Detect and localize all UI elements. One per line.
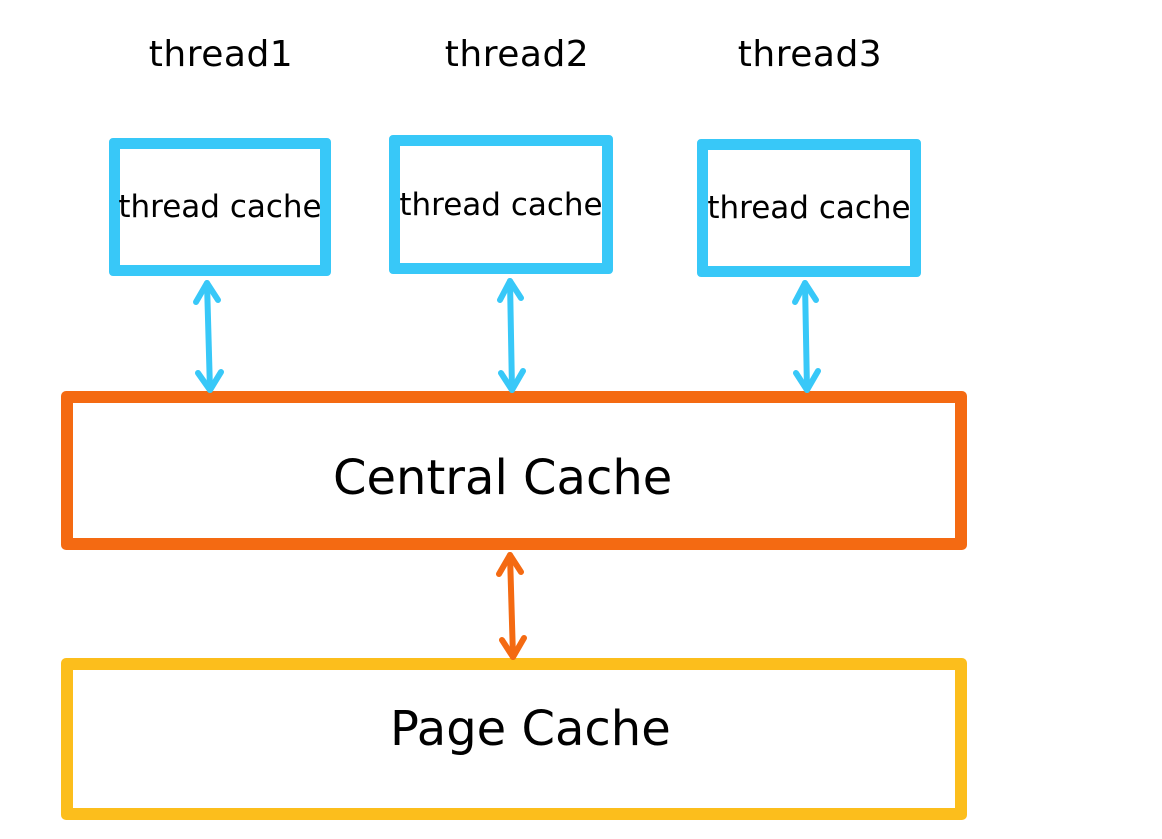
thread-2-label: thread2: [444, 34, 590, 75]
arrow-thread-3-central: [792, 280, 821, 393]
arrow-thread-2-central: [497, 278, 526, 393]
thread-cache-2-box: thread cache: [389, 135, 613, 274]
arrow-thread-1-central: [193, 280, 224, 393]
thread-1-label: thread1: [148, 34, 294, 75]
central-cache-box: [61, 391, 967, 550]
thread-cache-1-label: thread cache: [118, 189, 322, 225]
page-cache-box: [61, 658, 967, 820]
thread-cache-2-label: thread cache: [399, 186, 603, 223]
thread-cache-3-label: thread cache: [707, 190, 911, 226]
thread-cache-1-box: thread cache: [109, 138, 331, 276]
central-cache-label: Central Cache: [333, 450, 673, 506]
page-cache-label: Page Cache: [390, 701, 671, 757]
thread-cache-3-box: thread cache: [697, 139, 921, 277]
thread-3-label: thread3: [737, 34, 883, 75]
arrow-central-page: [496, 552, 527, 660]
